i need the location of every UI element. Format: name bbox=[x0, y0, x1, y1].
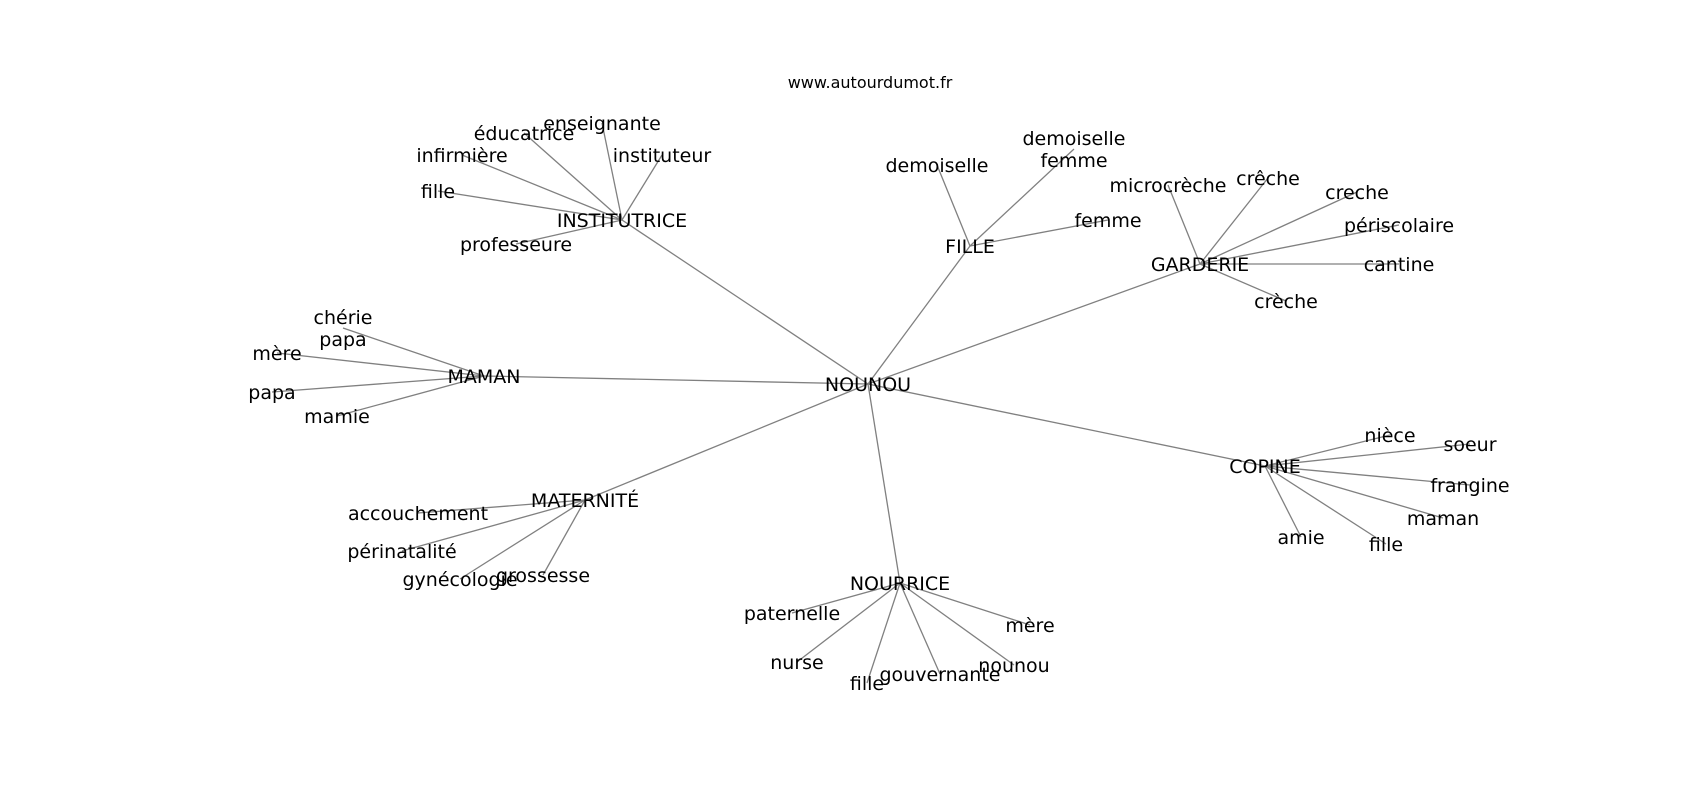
edge-institutrice-leaf-0 bbox=[601, 122, 623, 221]
leaf-institutrice-4[interactable]: fille bbox=[421, 181, 455, 203]
edge-copine-leaf-5 bbox=[1264, 465, 1302, 538]
edge-nounou-copine bbox=[867, 383, 1266, 467]
leaf-garderie-3[interactable]: périscolaire bbox=[1344, 215, 1454, 237]
leaf-copine-1[interactable]: soeur bbox=[1443, 434, 1496, 456]
edge-nourrice-leaf-5 bbox=[899, 582, 1031, 626]
leaf-maman-3[interactable]: mamie bbox=[304, 406, 370, 428]
edge-institutrice-leaf-3 bbox=[621, 154, 663, 221]
edge-garderie-leaf-5 bbox=[1199, 263, 1287, 302]
edge-institutrice-leaf-2 bbox=[461, 154, 623, 221]
leaf-fille-2[interactable]: femme bbox=[1074, 210, 1141, 232]
edge-nourrice-leaf-1 bbox=[796, 582, 901, 663]
edge-fille-leaf-2 bbox=[969, 219, 1109, 247]
leaf-institutrice-2[interactable]: infirmière bbox=[416, 145, 507, 167]
edge-garderie-leaf-0 bbox=[1167, 184, 1201, 265]
edge-nounou-garderie bbox=[867, 263, 1201, 385]
leaf-nourrice-1[interactable]: nurse bbox=[770, 652, 823, 674]
edge-nounou-nourrice bbox=[867, 383, 901, 584]
leaf-institutrice-0[interactable]: enseignante bbox=[543, 113, 661, 135]
edge-nounou-maman bbox=[483, 375, 869, 385]
node-garderie[interactable]: GARDERIE bbox=[1151, 254, 1249, 276]
edge-institutrice-leaf-1 bbox=[523, 132, 623, 221]
node-institutrice[interactable]: INSTITUTRICE bbox=[557, 210, 687, 232]
edge-copine-leaf-3 bbox=[1264, 465, 1444, 519]
leaf-fille-0[interactable]: demoiselle bbox=[886, 155, 989, 177]
leaf-nourrice-5[interactable]: mère bbox=[1005, 615, 1054, 637]
node-copine[interactable]: COPINE bbox=[1229, 456, 1301, 478]
leaf-nourrice-0[interactable]: paternelle bbox=[744, 603, 840, 625]
leaf-garderie-5[interactable]: crèche bbox=[1254, 291, 1318, 313]
edge-fille-leaf-0 bbox=[936, 164, 971, 247]
source-watermark: www.autourdumot.fr bbox=[788, 73, 953, 92]
edge-garderie-leaf-2 bbox=[1199, 191, 1358, 265]
edge-garderie-leaf-3 bbox=[1199, 224, 1400, 265]
leaf-nourrice-2[interactable]: fille bbox=[850, 673, 884, 695]
edge-maternite-leaf-3 bbox=[542, 499, 586, 576]
leaf-maternite-1[interactable]: périnatalité bbox=[347, 541, 456, 563]
node-nounou[interactable]: NOUNOU bbox=[825, 374, 911, 396]
leaf-copine-2[interactable]: frangine bbox=[1430, 475, 1509, 497]
node-fille[interactable]: FILLE bbox=[945, 236, 995, 258]
edge-copine-leaf-2 bbox=[1264, 465, 1471, 486]
leaf-institutrice-5[interactable]: professeure bbox=[460, 234, 572, 256]
leaf-institutrice-1[interactable]: éducatrice bbox=[474, 123, 575, 145]
leaf-maternite-0[interactable]: accouchement bbox=[348, 503, 488, 525]
edge-nourrice-leaf-4 bbox=[899, 582, 1015, 666]
node-nourrice[interactable]: NOURRICE bbox=[850, 573, 950, 595]
graph-edges bbox=[271, 122, 1471, 684]
edge-copine-leaf-4 bbox=[1264, 465, 1387, 545]
edge-nounou-maternite bbox=[584, 383, 869, 501]
edge-maman-leaf-2 bbox=[271, 375, 485, 393]
edge-maternite-leaf-0 bbox=[417, 499, 586, 514]
edge-nourrice-leaf-0 bbox=[791, 582, 901, 614]
leaf-garderie-4[interactable]: cantine bbox=[1364, 254, 1435, 276]
leaf-nourrice-4[interactable]: nounou bbox=[978, 655, 1049, 677]
leaf-institutrice-3[interactable]: instituteur bbox=[613, 145, 712, 167]
edge-garderie-leaf-1 bbox=[1199, 177, 1269, 265]
leaf-maternite-2[interactable]: gynécologie bbox=[402, 569, 517, 591]
leaf-maternite-3[interactable]: grossesse bbox=[496, 565, 590, 587]
edge-maternite-leaf-1 bbox=[401, 499, 586, 552]
leaf-garderie-0[interactable]: microcrèche bbox=[1110, 175, 1227, 197]
leaf-nourrice-3[interactable]: gouvernante bbox=[879, 664, 1000, 686]
edge-maman-leaf-1 bbox=[276, 352, 485, 377]
edge-institutrice-leaf-5 bbox=[515, 219, 623, 245]
graph-labels: www.autourdumot.fr NOUNOU INSTITUTRICE ens… bbox=[248, 73, 1509, 695]
leaf-copine-3[interactable]: maman bbox=[1407, 508, 1479, 530]
leaf-garderie-1[interactable]: crêche bbox=[1236, 168, 1300, 190]
leaf-garderie-2[interactable]: creche bbox=[1325, 182, 1389, 204]
leaf-maman-1[interactable]: mère bbox=[252, 343, 301, 365]
edge-nounou-institutrice bbox=[621, 219, 869, 385]
edge-nounou-fille bbox=[867, 245, 971, 385]
leaf-maman-2[interactable]: papa bbox=[248, 382, 295, 404]
edge-nourrice-leaf-3 bbox=[899, 582, 941, 675]
edge-maman-leaf-0 bbox=[342, 327, 485, 377]
edge-copine-leaf-1 bbox=[1264, 443, 1471, 467]
edge-copine-leaf-0 bbox=[1264, 434, 1391, 467]
edge-institutrice-leaf-4 bbox=[437, 190, 623, 221]
leaf-copine-0[interactable]: nièce bbox=[1364, 425, 1415, 447]
edge-nourrice-leaf-2 bbox=[866, 582, 901, 684]
node-maternite[interactable]: MATERNITÉ bbox=[531, 489, 639, 512]
leaf-copine-4[interactable]: fille bbox=[1369, 534, 1403, 556]
node-maman[interactable]: MAMAN bbox=[448, 366, 521, 388]
edge-maman-leaf-3 bbox=[336, 375, 485, 417]
edge-maternite-leaf-2 bbox=[459, 499, 586, 580]
edge-fille-leaf-1 bbox=[969, 148, 1075, 247]
leaf-copine-5[interactable]: amie bbox=[1277, 527, 1324, 549]
